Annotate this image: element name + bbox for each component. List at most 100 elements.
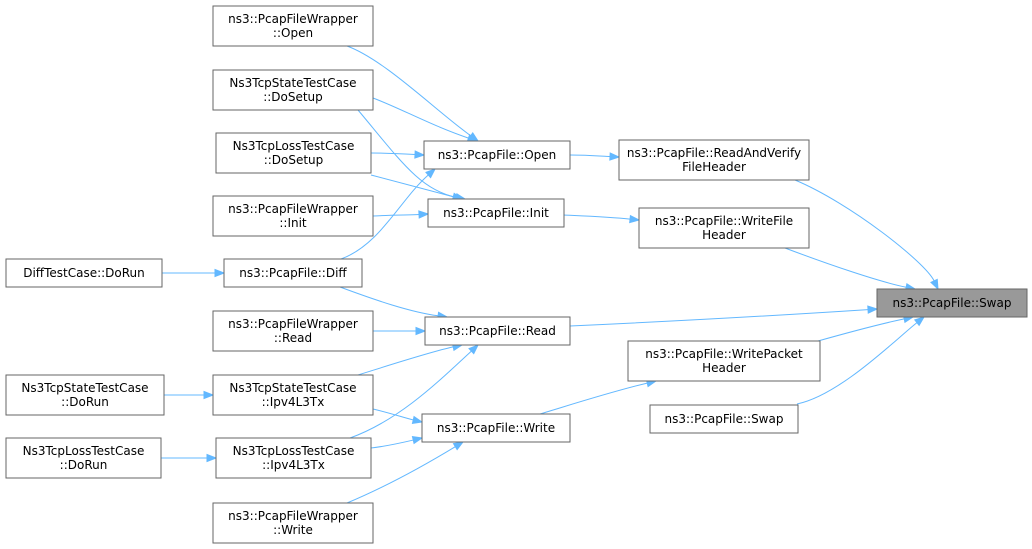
nodes-layer: ns3::PcapFile::Swap ns3::PcapFile::ReadAn… (5, 5, 1028, 544)
node-box (212, 69, 374, 111)
node-label-line: Ns3TcpLossTestCase (233, 139, 355, 153)
node-box (5, 258, 163, 288)
edge-diff-to-open (340, 168, 437, 260)
arrowhead (913, 316, 926, 327)
node-pfw-read[interactable]: ns3::PcapFileWrapper::Read (212, 310, 374, 352)
node-tcploss-setup[interactable]: Ns3TcpLossTestCase::DoSetup (215, 132, 372, 174)
node-diff[interactable]: ns3::PcapFile::Diff (223, 258, 363, 288)
node-label-line: ns3::PcapFile::WriteFile (655, 214, 793, 228)
edge-line (817, 318, 905, 342)
edge-wph-to-swap_target (817, 314, 915, 342)
edge-pfw_write-to-write (346, 441, 465, 504)
node-box (424, 316, 571, 346)
node-label-line: ns3::PcapFileWrapper (228, 317, 358, 331)
node-tcploss-run[interactable]: Ns3TcpLossTestCase::DoRun (5, 437, 162, 479)
edge-line (569, 154, 611, 158)
edge-tcpstate_ipv4-to-read (357, 342, 464, 376)
edge-tcpstate_ipv4-to-write (372, 408, 424, 424)
edge-line (340, 174, 429, 260)
edge-init-to-wfh (563, 214, 641, 224)
edge-tcploss_run-to-tcploss_ipv4 (160, 453, 218, 463)
edge-line (370, 174, 454, 198)
node-label-line: Ns3TcpStateTestCase (229, 381, 356, 395)
arrowhead (629, 214, 641, 224)
node-tcpstate-run[interactable]: Ns3TcpStateTestCase::DoRun (5, 374, 165, 416)
node-label-line: ns3::PcapFileWrapper (228, 202, 358, 216)
edge-line (539, 382, 648, 415)
edge-line (794, 179, 935, 282)
node-pfw-init[interactable]: ns3::PcapFileWrapper::Init (212, 195, 374, 237)
node-label-line: Ns3TcpStateTestCase (21, 381, 148, 395)
node-label-line: ns3::PcapFile::ReadAndVerify (627, 146, 801, 160)
edge-line (346, 446, 456, 504)
edge-wfh-to-swap_target (784, 247, 917, 292)
arrowhead (411, 415, 424, 424)
node-label-line: ::Init (279, 216, 307, 230)
node-label-line: Ns3TcpLossTestCase (233, 444, 355, 458)
edge-line (784, 247, 907, 288)
node-read[interactable]: ns3::PcapFile::Read (424, 316, 571, 346)
arrowhead (415, 326, 427, 336)
node-swap2[interactable]: ns3::PcapFile::Swap (649, 404, 799, 434)
node-box (423, 140, 571, 170)
node-label-line: ns3::PcapFile::Swap (893, 296, 1012, 310)
node-box (212, 195, 374, 237)
node-label-line: ::Read (274, 331, 312, 345)
node-box (638, 207, 810, 249)
arrowhead (425, 168, 437, 179)
node-tcpstate-setup[interactable]: Ns3TcpStateTestCase::DoSetup (212, 69, 374, 111)
edge-write-to-wph (539, 379, 658, 415)
edge-line (349, 350, 472, 439)
edge-open-to-rvfh (569, 152, 621, 161)
node-box (212, 310, 374, 352)
node-label-line: ::DoSetup (263, 90, 323, 104)
edge-line (569, 309, 869, 327)
node-box (5, 437, 162, 479)
edge-line (370, 439, 414, 449)
node-label-line: ns3::PcapFile::Write (437, 421, 555, 435)
node-open[interactable]: ns3::PcapFile::Open (423, 140, 571, 170)
edge-line (370, 152, 416, 156)
node-box (212, 5, 374, 47)
arrowhead (214, 268, 226, 278)
arrowhead (418, 210, 430, 219)
arrowhead (206, 453, 218, 463)
node-pfw-write[interactable]: ns3::PcapFileWrapper::Write (212, 502, 374, 544)
node-label-line: ns3::PcapFile::Read (439, 324, 556, 338)
edge-line (346, 45, 471, 137)
edge-pfw_read-to-read (373, 326, 427, 336)
node-label-line: ::Write (273, 523, 313, 537)
node-label-line: ::DoRun (61, 395, 109, 409)
edge-line (372, 213, 420, 217)
node-box (618, 139, 810, 181)
node-label-line: FileHeader (682, 160, 746, 174)
node-box (876, 288, 1028, 318)
edge-line (563, 214, 631, 220)
node-label-line: ::Ipv4L3Tx (262, 458, 325, 472)
node-write[interactable]: ns3::PcapFile::Write (421, 413, 571, 443)
node-label-line: Header (702, 228, 746, 242)
node-label-line: ns3::PcapFile::Open (438, 148, 557, 162)
arrowhead (609, 152, 621, 161)
node-box (421, 413, 571, 443)
node-box (223, 258, 363, 288)
edge-line (357, 109, 457, 198)
edge-swap2-to-swap_target (796, 316, 926, 405)
node-tcploss-ipv4[interactable]: Ns3TcpLossTestCase::Ipv4L3Tx (215, 437, 372, 479)
edge-tcpstate_setup-to-open (372, 97, 479, 142)
node-tcpstate-ipv4[interactable]: Ns3TcpStateTestCase::Ipv4L3Tx (212, 374, 374, 416)
edge-difftest-to-diff (162, 268, 226, 278)
node-init[interactable]: ns3::PcapFile::Init (427, 198, 565, 228)
edge-tcploss_ipv4-to-read (349, 344, 480, 439)
node-label-line: ns3::PcapFile::Diff (239, 266, 347, 280)
arrowhead (452, 441, 465, 451)
node-box (212, 374, 374, 416)
node-difftest[interactable]: DiffTestCase::DoRun (5, 258, 163, 288)
arrowhead (414, 150, 426, 159)
node-label-line: Ns3TcpStateTestCase (229, 76, 356, 90)
node-pfw-open[interactable]: ns3::PcapFileWrapper::Open (212, 5, 374, 47)
